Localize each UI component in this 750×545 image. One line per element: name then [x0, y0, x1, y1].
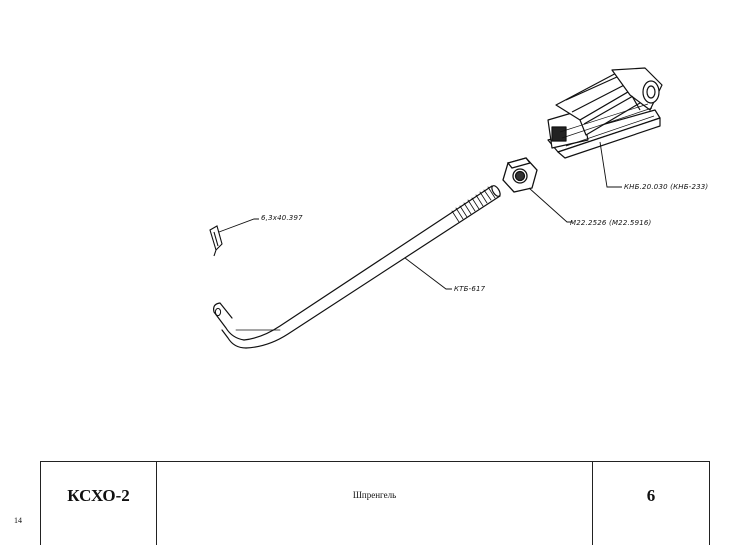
cotter-pin-part: [209, 225, 223, 257]
title-block: КСХО-2 Шпренгель 6: [40, 461, 710, 545]
assembly-name: Шпренгель: [352, 490, 397, 500]
nut-leader-line: [528, 187, 572, 223]
rod-leader-line: [404, 257, 452, 290]
sheet-number: 6: [646, 486, 656, 505]
title-block-sheet-cell: 6: [593, 462, 709, 545]
bracket-leader-line: [599, 141, 622, 188]
title-block-name-cell: Шпренгель: [157, 462, 593, 545]
hex-nut-part: [502, 157, 538, 193]
bracket-callout-label: КНБ.20.030 (КНБ-233): [624, 183, 708, 191]
machine-code: КСХО-2: [67, 486, 130, 505]
title-block-code-cell: КСХО-2: [41, 462, 157, 545]
tie-rod-part: [213, 185, 501, 349]
exploded-assembly-drawing: КНБ.20.030 (КНБ-233) М22.2526 (М22.5916)…: [209, 67, 708, 349]
pin-callout-label: 6,3х40.397: [261, 214, 303, 222]
rod-callout-label: КТБ-617: [454, 285, 486, 293]
pin-leader-line: [218, 218, 259, 233]
page-number: 14: [14, 516, 22, 525]
bracket-part: [547, 67, 663, 159]
nut-callout-label: М22.2526 (М22.5916): [570, 219, 652, 227]
